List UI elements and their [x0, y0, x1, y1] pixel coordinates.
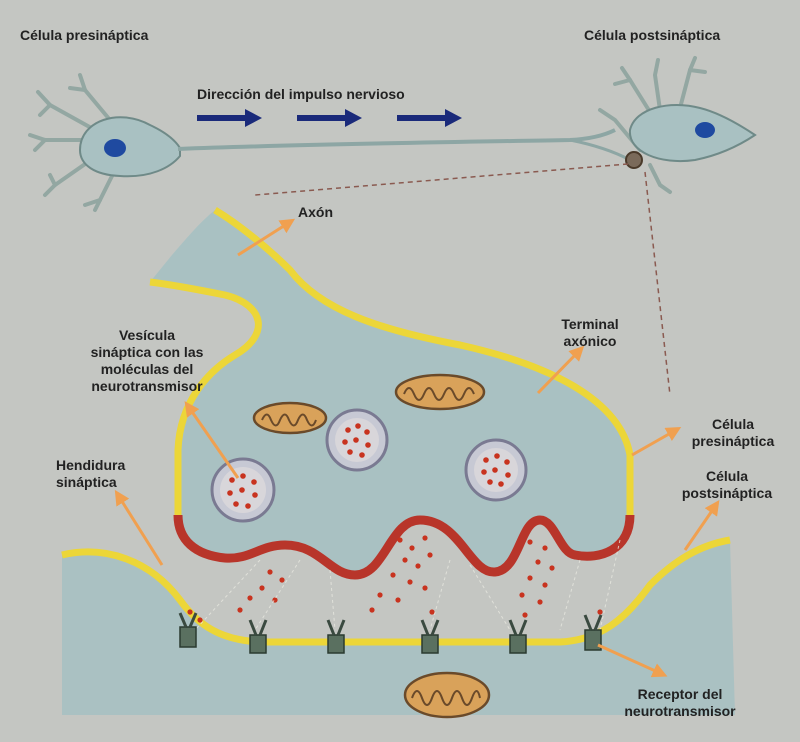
receptor-arrow-icon — [597, 643, 668, 678]
receptor-icon — [583, 614, 603, 651]
vesicle-arrow-icon — [184, 401, 240, 479]
zoom-guide-lines — [254, 163, 671, 396]
postsynaptic-cell-label-line: postsináptica — [681, 485, 773, 501]
synapse-highlight — [625, 151, 643, 169]
synaptic-cleft-label: Hendidura sináptica — [56, 457, 125, 491]
cleft-guides — [194, 539, 621, 631]
presynaptic-cell-label-line: presináptica — [691, 433, 775, 449]
presynaptic-cell-label: Célula presináptica — [678, 416, 788, 450]
axon-terminal-label-line: Terminal — [561, 316, 619, 332]
axon-label: Axón — [298, 204, 333, 220]
terminal-arrow-icon — [536, 345, 585, 395]
presynaptic-cell-label-line: Célula — [711, 416, 754, 432]
receptor-label: Receptor del neurotransmisor — [600, 686, 760, 720]
vesicle-label: Vesícula sináptica con las moléculas del… — [62, 327, 232, 395]
neuron-diagram — [28, 56, 757, 212]
impulse-direction-arrows — [197, 109, 462, 127]
synaptic-cleft-label-line: Hendidura — [56, 457, 126, 473]
mitochondrion — [252, 401, 328, 435]
postsynaptic-nucleus — [695, 122, 715, 138]
neurotransmitter-receptors — [178, 612, 603, 654]
postsynaptic-arrow-icon — [683, 500, 720, 551]
direction-arrow-icon — [197, 109, 262, 127]
postsynaptic-cell-label: Célula postsináptica — [664, 468, 790, 502]
axon-arrow-icon — [237, 218, 296, 257]
neurotransmitter-molecules — [227, 423, 511, 509]
vesicle-label-line: neurotransmisor — [91, 378, 203, 394]
postsynaptic-cell-label-line: Célula — [705, 468, 748, 484]
active-zone-membrane — [173, 514, 635, 580]
axon-terminal-label-line: axónico — [563, 333, 617, 349]
mitochondrion — [403, 671, 491, 719]
impulse-direction-label: Dirección del impulso nervioso — [197, 86, 405, 102]
synaptic-cleft-label-line: sináptica — [56, 474, 117, 490]
vesicle-label-line: sináptica con las — [90, 344, 204, 360]
direction-arrow-icon — [297, 109, 362, 127]
cleft-arrow-icon — [114, 489, 164, 566]
mitochondrion — [394, 373, 486, 411]
released-neurotransmitter — [187, 535, 603, 623]
receptor-icon — [508, 619, 528, 654]
axon-fiber — [177, 128, 616, 151]
presynaptic-nucleus — [104, 139, 126, 157]
receptor-icon — [420, 619, 440, 654]
receptor-icon — [178, 612, 198, 648]
receptor-label-line: Receptor del — [637, 686, 723, 702]
presynaptic-membrane — [213, 206, 634, 515]
receptor-icon — [326, 619, 346, 654]
direction-arrow-icon — [397, 109, 462, 127]
axon-terminal — [149, 206, 635, 623]
label-arrows — [114, 218, 720, 678]
axon-terminal-label: Terminal axónico — [545, 316, 635, 350]
vesicle-label-line: Vesícula — [118, 327, 176, 343]
vesicle-label-line: moléculas del — [100, 361, 194, 377]
postsynaptic-cell-title: Célula postsináptica — [584, 27, 721, 43]
receptor-label-line: neurotransmisor — [624, 703, 736, 719]
presynaptic-cell-title: Célula presináptica — [20, 27, 149, 43]
presynaptic-arrow-icon — [631, 427, 682, 457]
receptor-icon — [248, 619, 268, 654]
